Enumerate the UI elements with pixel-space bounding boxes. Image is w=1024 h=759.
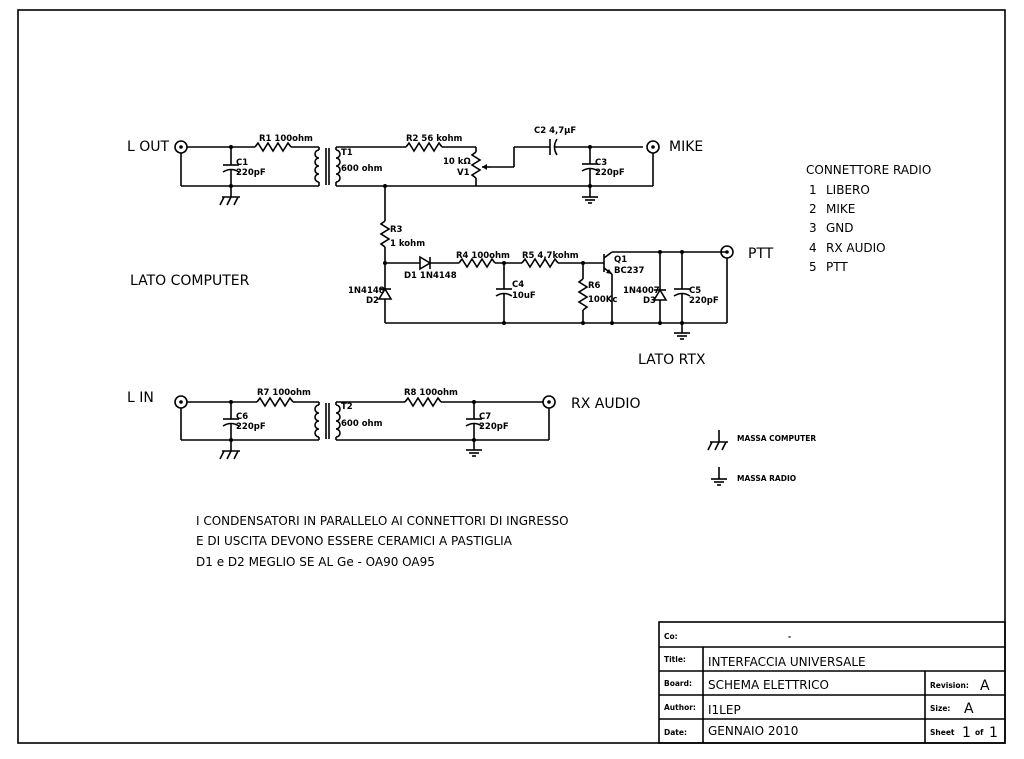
l-in-label: L IN <box>127 390 154 406</box>
connector-pin-name: MIKE <box>826 202 855 216</box>
connector-pin-num: 2 <box>809 202 817 216</box>
c3-value: 220pF <box>595 168 625 178</box>
c6-ref: C6 <box>236 412 248 422</box>
c7-value: 220pF <box>479 422 509 432</box>
l-out-label: L OUT <box>127 139 170 155</box>
lin-rxaudio-circuit <box>174 395 556 460</box>
d3-ref: D3 <box>643 296 656 306</box>
r1-label: R1 100ohm <box>259 134 313 144</box>
rx-audio-label: RX AUDIO <box>571 396 641 412</box>
tb-sheet-total: 1 <box>989 725 998 741</box>
connector-pin-name: PTT <box>826 260 848 274</box>
tb-board-label: Board: <box>664 679 692 688</box>
r6-ref: R6 <box>588 281 601 291</box>
c3-ref: C3 <box>595 158 607 168</box>
legend-computer-ground: MASSA COMPUTER <box>737 434 816 443</box>
c5-value: 220pF <box>689 296 719 306</box>
mike-label: MIKE <box>669 139 703 155</box>
connector-pin-num: 1 <box>809 183 817 197</box>
v1-value: 10 kΩ <box>443 157 471 167</box>
tb-size-label: Size: <box>930 704 950 713</box>
r2-label: R2 56 kohm <box>406 134 463 144</box>
d2-value: 1N4148 <box>348 286 385 296</box>
tb-title-value: INTERFACCIA UNIVERSALE <box>708 655 866 669</box>
lout-mike-circuit <box>174 138 660 206</box>
r4-label: R4 100ohm <box>456 251 510 261</box>
tb-date-value: GENNAIO 2010 <box>708 724 798 738</box>
legend-radio-ground: MASSA RADIO <box>737 474 796 483</box>
q1-ref: Q1 <box>614 255 627 265</box>
t1-value: 600 ohm <box>341 164 383 174</box>
c6-value: 220pF <box>236 422 266 432</box>
connector-pin-name: LIBERO <box>826 183 870 197</box>
v1-ref: V1 <box>457 168 470 178</box>
c4-ref: C4 <box>512 280 524 290</box>
note-line: I CONDENSATORI IN PARALLELO AI CONNETTOR… <box>196 514 569 528</box>
d3-value: 1N4007 <box>623 286 660 296</box>
c1-ref: C1 <box>236 158 248 168</box>
connector-pin-name: RX AUDIO <box>826 241 886 255</box>
tb-sheet-of: of <box>975 728 984 737</box>
connector-pin-num: 4 <box>809 241 817 255</box>
title-block-frame <box>658 621 1006 744</box>
d2-ref: D2 <box>366 296 379 306</box>
tb-author-value: I1LEP <box>708 703 741 717</box>
tb-date-label: Date: <box>664 728 687 737</box>
tb-title-label: Title: <box>664 655 686 664</box>
connector-title: CONNETTORE RADIO <box>806 163 931 177</box>
connector-pin-name: GND <box>826 221 854 235</box>
tb-size-value: A <box>964 701 974 717</box>
ptt-circuit <box>377 184 734 340</box>
tb-sheet-label: Sheet <box>930 728 955 737</box>
tb-co-value: - <box>788 632 791 641</box>
r5-label: R5 4,7kohm <box>522 251 579 261</box>
t2-value: 600 ohm <box>341 419 383 429</box>
r6-value: 100Kc <box>588 295 617 305</box>
computer-ground-icon <box>707 430 728 451</box>
d1-label: D1 1N4148 <box>404 271 457 281</box>
connector-pin-num: 5 <box>809 260 817 274</box>
note-line: E DI USCITA DEVONO ESSERE CERAMICI A PAS… <box>196 534 513 548</box>
tb-board-value: SCHEMA ELETTRICO <box>708 678 829 692</box>
c1-value: 220pF <box>236 168 266 178</box>
tb-co-label: Co: <box>664 632 678 641</box>
section-computer-label: LATO COMPUTER <box>130 273 250 289</box>
c7-ref: C7 <box>479 412 491 422</box>
t1-ref: T1 <box>341 148 353 158</box>
tb-author-label: Author: <box>664 703 696 712</box>
sheet-border <box>17 9 1006 744</box>
t2-ref: T2 <box>341 402 353 412</box>
ptt-label: PTT <box>748 246 774 262</box>
r3-value: 1 kohm <box>390 239 425 249</box>
tb-sheet-num: 1 <box>962 725 971 741</box>
note-line: D1 e D2 MEGLIO SE AL Ge - OA90 OA95 <box>196 555 435 569</box>
r8-label: R8 100ohm <box>404 388 458 398</box>
radio-ground-icon <box>711 467 727 486</box>
c4-value: 10uF <box>512 291 536 301</box>
c2-label: C2 4,7µF <box>534 126 576 136</box>
r3-ref: R3 <box>390 225 403 235</box>
r7-label: R7 100ohm <box>257 388 311 398</box>
section-rtx-label: LATO RTX <box>638 352 706 368</box>
q1-value: BC237 <box>614 266 645 276</box>
connector-pin-num: 3 <box>809 221 817 235</box>
c5-ref: C5 <box>689 286 701 296</box>
tb-revision-value: A <box>980 678 990 694</box>
tb-revision-label: Revision: <box>930 681 969 690</box>
